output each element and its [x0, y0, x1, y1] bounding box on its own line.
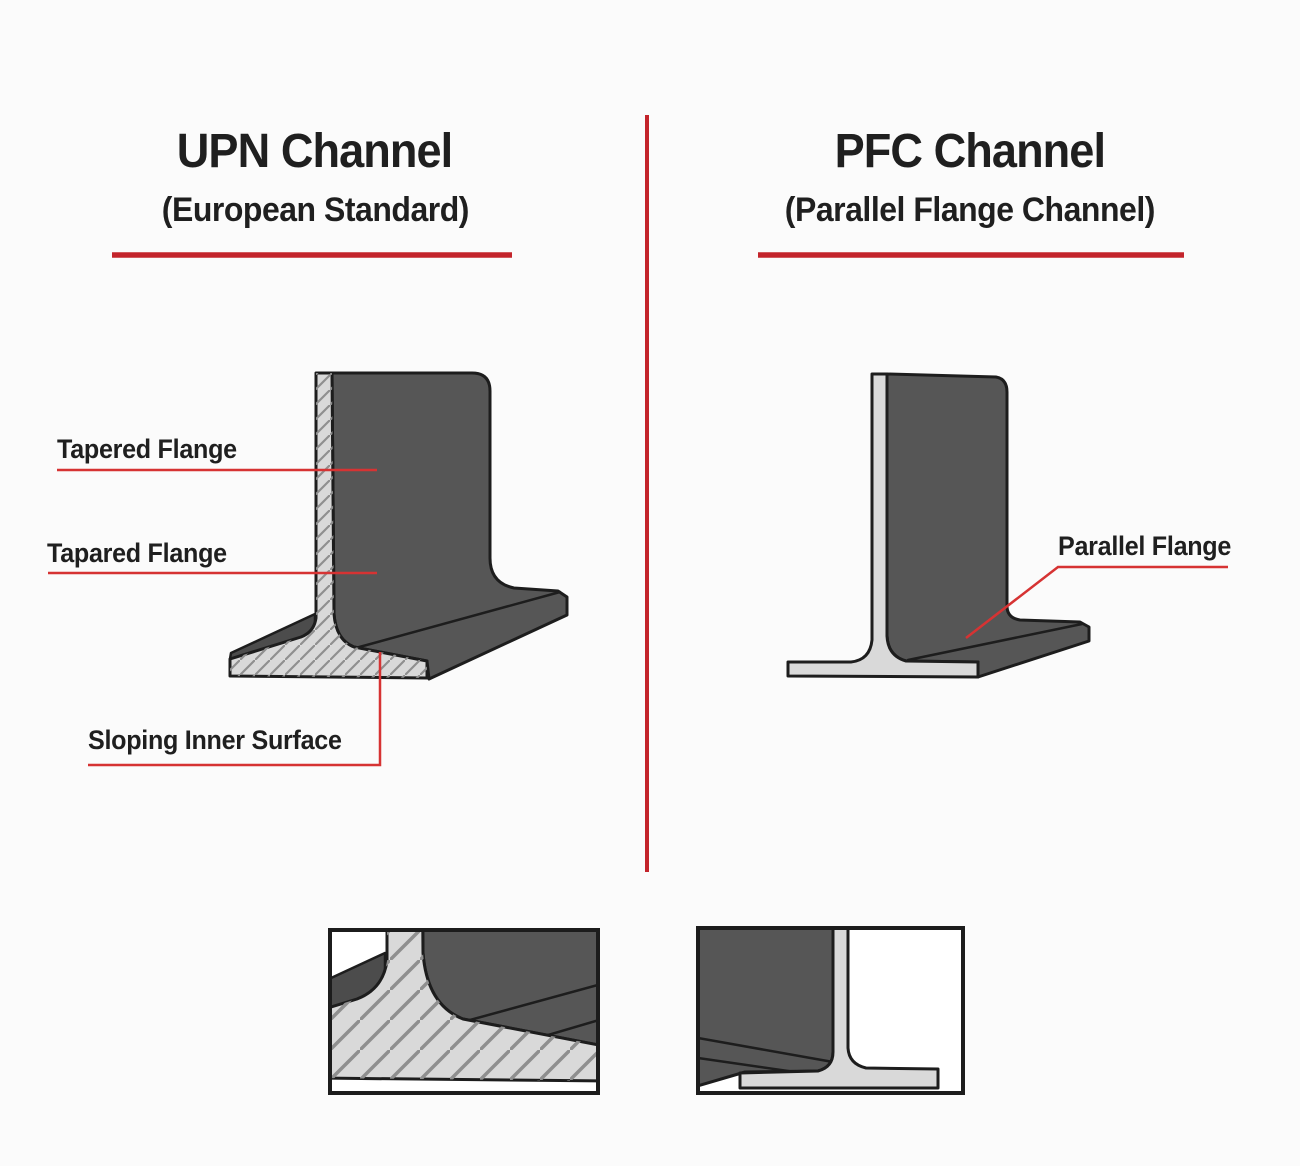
upn-inset-edge-upper	[457, 983, 598, 1025]
upn-inset-border-top	[328, 928, 600, 1095]
upn-channel-figure	[228, 371, 569, 681]
label-tapered-flange-1: Tapered Flange	[57, 434, 237, 464]
pfc-title: PFC Channel	[700, 128, 1240, 176]
leader-line-sloping-inner-surface	[88, 652, 382, 767]
upn-flange-top-edge	[350, 590, 562, 651]
label-parallel-flange: Parallel Flange	[1058, 531, 1232, 561]
pfc-extruded-faces	[885, 372, 1091, 679]
pfc-flange-top-edge	[906, 622, 1084, 662]
label-sloping-inner-surface: Sloping Inner Surface	[88, 725, 342, 755]
pfc-inset-cross-section	[738, 928, 940, 1090]
pfc-panel-header: PFC Channel (Parallel Flange Channel)	[700, 128, 1240, 228]
pfc-inset-edge-upper	[698, 1036, 835, 1064]
upn-panel-header: UPN Channel (European Standard)	[0, 128, 630, 228]
pfc-inset-edge-lower	[698, 1056, 797, 1074]
upn-extruded-faces	[330, 371, 569, 681]
upn-title: UPN Channel	[0, 128, 630, 176]
upn-subtitle-text: (European Standard)	[161, 191, 469, 229]
pfc-subtitle-text: (Parallel Flange Channel)	[784, 191, 1156, 229]
pfc-inset-border-top	[696, 926, 965, 1095]
pfc-inset-extruded-faces	[698, 928, 835, 1088]
pfc-detail-inset	[696, 926, 965, 1095]
label-tapered-flange-2: Tapared Flange	[47, 538, 227, 568]
upn-title-text: UPN Channel	[177, 125, 453, 178]
upn-detail-inset	[328, 928, 600, 1095]
pfc-cross-section-face	[786, 372, 980, 679]
upn-subtitle: (European Standard)	[0, 193, 630, 227]
leader-line-parallel-flange	[965, 565, 1228, 639]
pfc-subtitle: (Parallel Flange Channel)	[700, 193, 1240, 227]
pfc-channel-figure	[786, 372, 1091, 679]
pfc-title-text: PFC Channel	[834, 125, 1106, 178]
